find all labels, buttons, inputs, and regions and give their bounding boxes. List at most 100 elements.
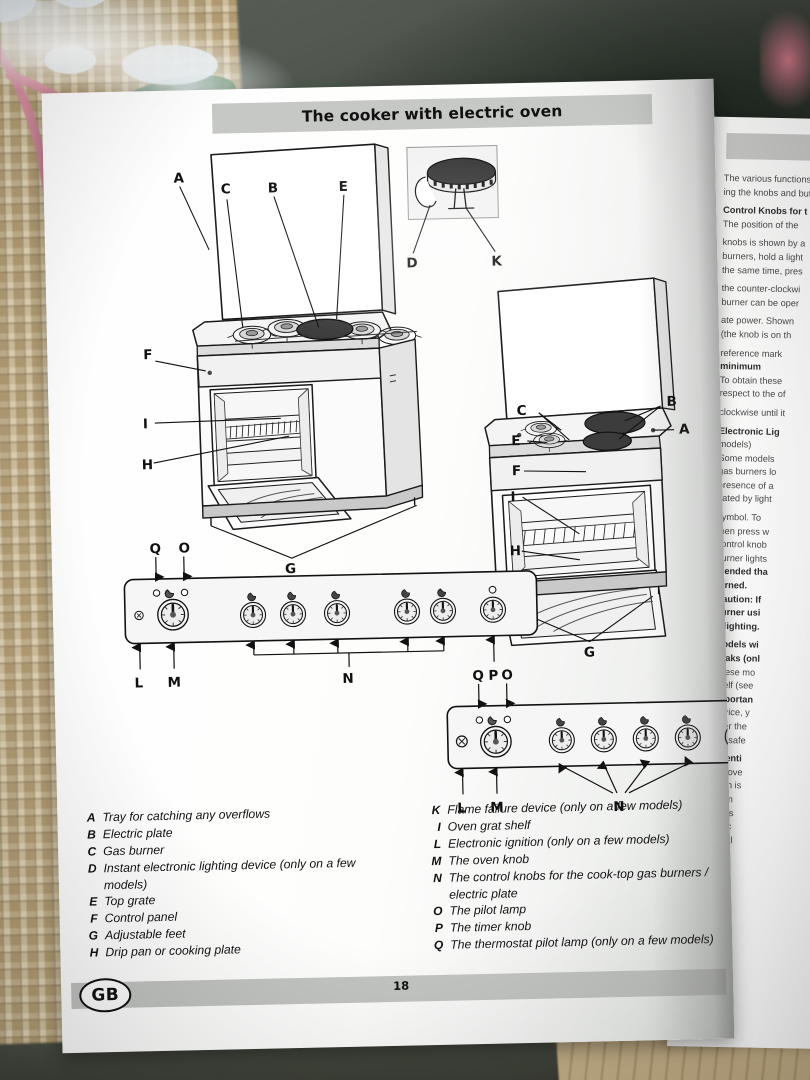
legend-text: Adjustable feet [104,926,186,942]
legend-letter: D [87,861,97,876]
facing-page-line: models) [718,438,752,450]
facing-page-line: ing the knobs and but [723,186,810,199]
cooker-left-callouts [153,186,417,559]
legend-letter: N [432,870,442,886]
legend-text: Drip pan or cooking plate [105,941,241,959]
callout-M2: M [490,800,504,816]
callout-K: K [491,253,502,269]
facing-page-line: burner can be oper [721,296,800,309]
callout-F: F [143,347,153,363]
facing-page-line: Importan [713,693,754,705]
legend-letter: H [89,944,99,960]
facing-page-line: reference mark [720,347,783,359]
callout-E2: E [511,433,521,449]
facing-page-line: itself (see [713,680,754,691]
legend-letter: F [90,910,98,926]
legend-letter: M [431,853,442,869]
facing-page-line: Electronic Lig [718,425,780,437]
legend-text: The oven knob [448,851,530,868]
legend-letter: L [433,836,442,852]
facing-page-line: gas burners lo [718,466,777,478]
pink-decoration-right [760,0,810,120]
legend-letter: K [431,802,441,818]
legend-text: The timer knob [449,918,532,935]
legend-letter: E [89,893,98,909]
callout-E: E [339,179,349,195]
callout-H2: H [510,543,522,559]
facing-page-line: Some models [718,452,775,464]
callout-B2: B [666,394,677,410]
callout-O2: O [501,667,513,683]
callout-I2: I [510,489,515,505]
facing-page-line: burner lights [716,552,768,564]
facing-page-line: vated by light [717,493,772,505]
facing-page-line: (the knob is on th [720,328,792,341]
control-panel-wide-callouts [131,556,495,670]
cooker-left-illustration [192,143,424,531]
facing-page-line: symbol. To [717,511,762,523]
control-panel-compact-illustration [446,699,731,770]
control-panel-compact-callouts [454,683,731,795]
facing-page-line: turned. [715,579,748,591]
legend-text: Electric plate [102,825,173,842]
facing-page-line: Models wi [714,639,759,651]
facing-page-line: the same time, pres [721,264,803,277]
facing-page-line: To obtain these [719,374,783,386]
callout-I: I [143,416,148,432]
legend-letter: A [86,810,96,825]
facing-page-line: These mo [714,666,756,678]
callout-C2: C [516,403,526,419]
diagram-area: A C B E F I H G [42,79,731,883]
legend-text: Oven grat shelf [447,817,531,834]
facing-page-line: Leaks (onl [714,652,761,664]
burner-inset-illustration [406,145,499,220]
legend-text: Control panel [104,909,178,925]
callout-A: A [173,170,184,186]
facing-page-line: burner usi [715,607,761,618]
facing-page-line: The position of the [722,218,799,231]
callout-C: C [221,181,231,197]
facing-page-line: control knob [716,539,767,551]
control-panel-wide-illustration [123,570,539,645]
facing-page-line: respect to the of [719,388,786,400]
callout-O1: O [178,540,190,556]
callout-B: B [268,180,279,196]
facing-page-title-bar [726,132,810,163]
page-number: 18 [392,978,410,993]
facing-page-line: mended tha [716,566,768,578]
facing-page-line: knobs is shown by a [722,237,806,249]
facing-page-line: relighting. [715,620,760,632]
callout-L1: L [134,675,143,691]
callout-Q1: Q [149,541,161,557]
legend-letter: G [88,927,99,943]
legend-letter: C [87,844,97,859]
legend-text: The pilot lamp [449,901,527,918]
legend-letter: O [433,903,443,918]
facing-page-line: The various functions [723,172,810,185]
facing-page-line: burners, hold a light [722,250,804,263]
facing-page-line: Control Knobs for t [723,205,808,217]
callout-A2: A [679,421,690,437]
legend-letter: P [434,920,444,935]
facing-page-line: device, y [713,707,750,718]
facing-page-line: presence of a [717,479,774,491]
facing-page-line: minimum [720,361,762,372]
callout-M1: M [167,675,181,691]
callout-L2: L [457,800,466,816]
callout-H: H [142,457,154,473]
callout-G: G [285,561,296,577]
facing-page-line: then press w [716,525,770,537]
legend-letter: I [437,819,441,834]
cooker-right-illustration [484,277,676,647]
callout-P1: P [488,668,498,684]
legend-text: Gas burner [103,842,165,859]
callout-D: D [406,255,418,271]
cooker-left-labels: A C B E F I H G [142,170,349,577]
facing-page-line: Caution: If [715,593,762,605]
legend-letter: B [86,827,96,842]
facing-page-line: clockwise until it [719,406,786,419]
legend-text: Tray for catching any overflows [102,806,271,825]
manual-page: The cooker with electric oven [41,78,735,1054]
